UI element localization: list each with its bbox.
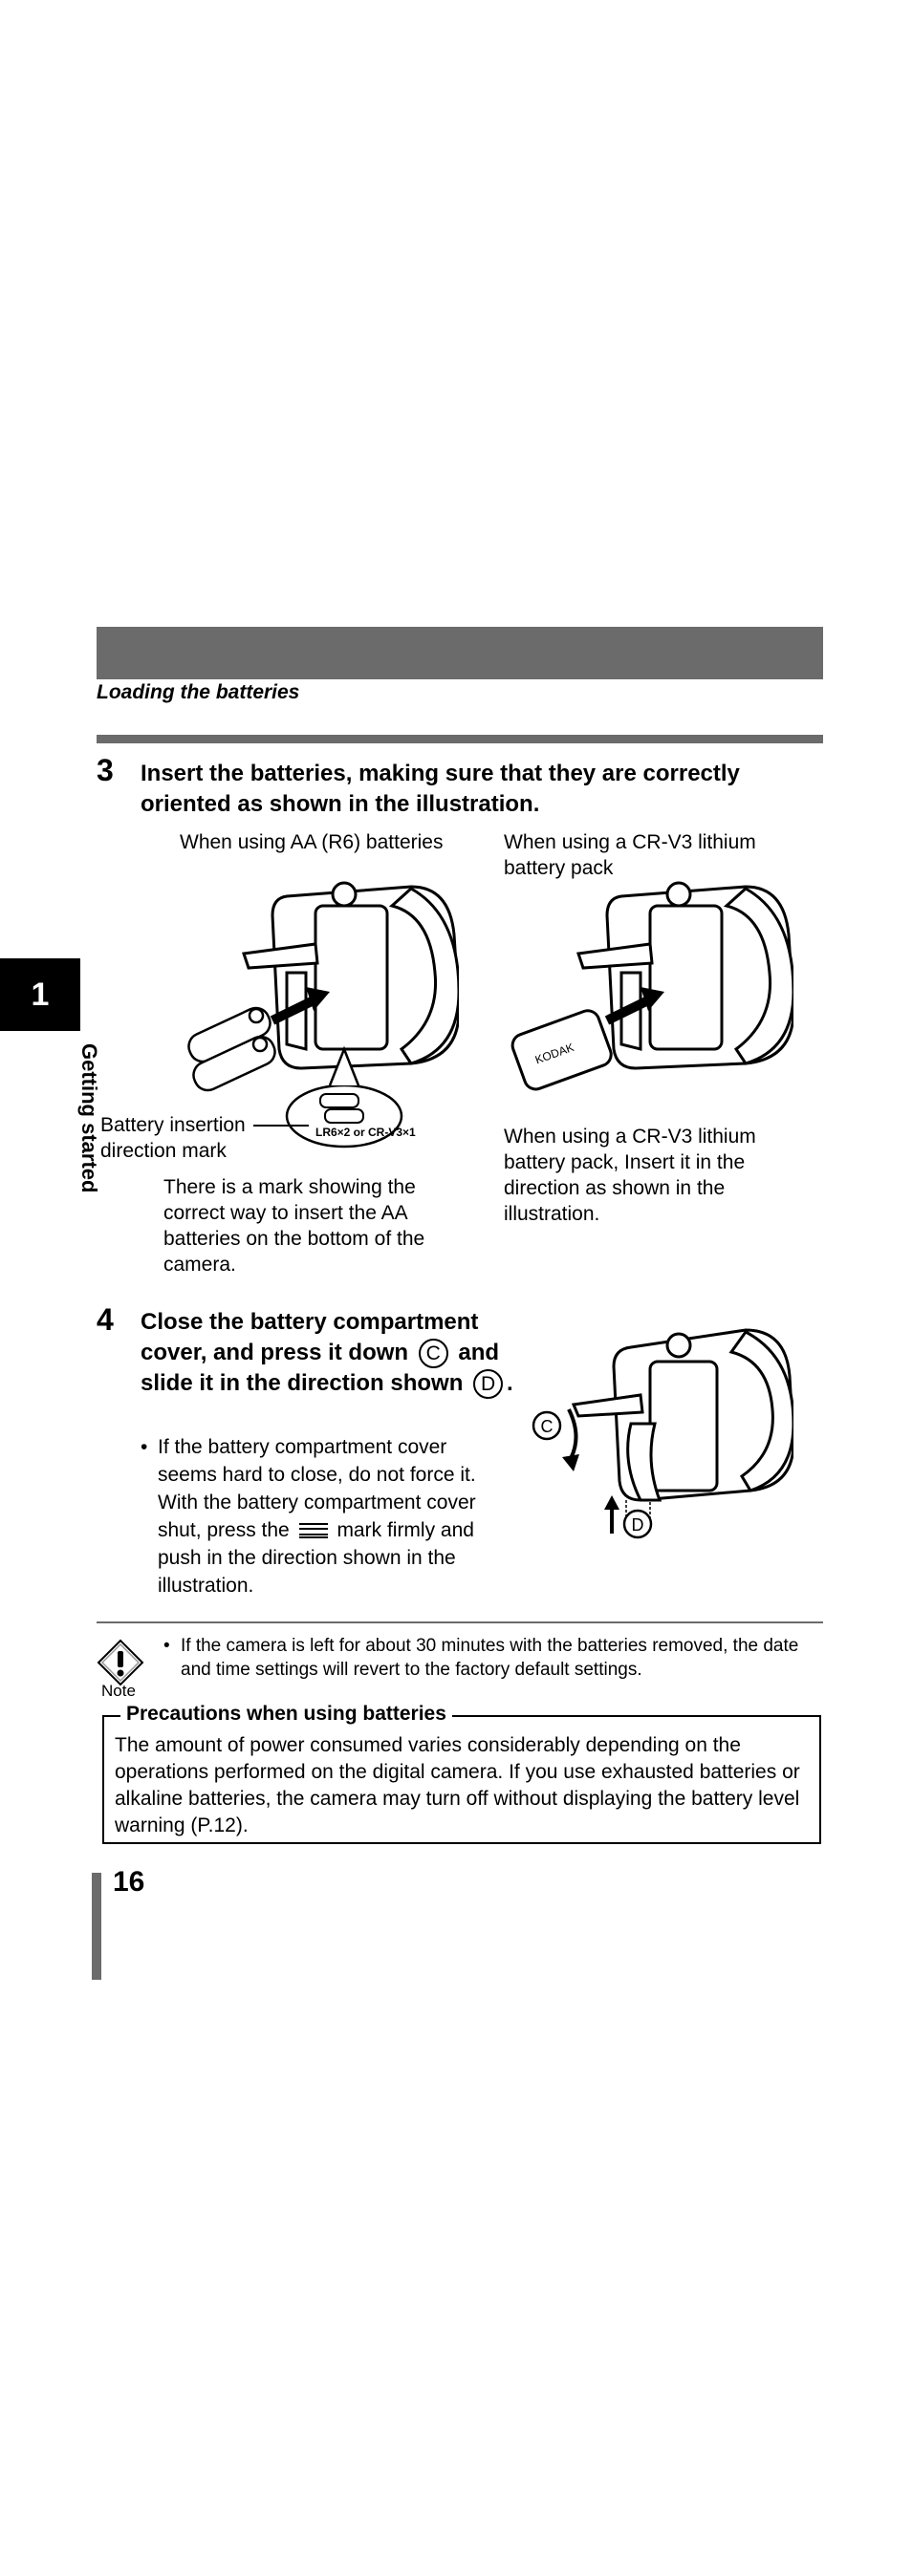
step-4-bullet-part-1: If the battery compartment cover seems h… bbox=[158, 1436, 476, 1541]
chapter-number: 1 bbox=[31, 976, 50, 1013]
step-4-bullet-part-2: mark firmly and push in the direction sh… bbox=[158, 1519, 474, 1597]
aa-battery-illustration: LR6×2 or CR-V3×1 bbox=[172, 877, 459, 1164]
chapter-label: Getting started bbox=[77, 1043, 101, 1193]
precautions-text: The amount of power consumed varies cons… bbox=[115, 1734, 800, 1836]
aa-battery-note: There is a mark showing the correct way … bbox=[163, 1176, 425, 1276]
page-number: 16 bbox=[113, 1866, 145, 1898]
callout-line bbox=[253, 1125, 309, 1127]
note-rule bbox=[97, 1621, 823, 1623]
cover-mark-icon bbox=[298, 1523, 328, 1539]
step-4-heading-part-2: and slide it in the direction shown bbox=[141, 1340, 500, 1397]
battery-insertion-mark-label: Battery insertion direction mark bbox=[100, 1114, 246, 1162]
illus-label-c: C bbox=[541, 1417, 554, 1436]
close-cover-illustration: C D bbox=[526, 1319, 793, 1548]
step-4-heading: Close the battery compartment cover, and… bbox=[141, 1307, 513, 1400]
precautions-box bbox=[102, 1715, 821, 1844]
header-bar bbox=[97, 627, 823, 679]
bullet-dot: • bbox=[163, 1636, 170, 1656]
precautions-title: Precautions when using batteries bbox=[120, 1703, 452, 1726]
page-number-bar bbox=[92, 1873, 101, 1980]
note-text: • If the camera is left for about 30 min… bbox=[163, 1634, 823, 1682]
bullet-dot: • bbox=[141, 1436, 148, 1458]
step-3-heading: Insert the batteries, making sure that t… bbox=[141, 761, 740, 817]
step-4-heading-part-1: Close the battery compartment cover, and… bbox=[141, 1309, 479, 1365]
note-text-content: If the camera is left for about 30 minut… bbox=[181, 1636, 799, 1680]
caption-crv3-battery: When using a CR-V3 lithium battery pack bbox=[504, 831, 756, 879]
section-title: Loading the batteries bbox=[97, 681, 300, 703]
step-4-bullet: • If the battery compartment cover seems… bbox=[141, 1433, 504, 1599]
note-warning-icon bbox=[97, 1639, 144, 1686]
circle-d-badge: D bbox=[473, 1369, 504, 1400]
illus-label-d: D bbox=[632, 1515, 644, 1535]
note-label: Note bbox=[101, 1682, 136, 1700]
crv3-battery-note: When using a CR-V3 lithium battery pack,… bbox=[504, 1126, 756, 1225]
section-rule bbox=[97, 735, 823, 743]
chapter-tab: 1 bbox=[0, 958, 80, 1031]
step-4-heading-end: . bbox=[507, 1370, 513, 1397]
step-3-number: 3 bbox=[97, 753, 114, 787]
circle-c-badge: C bbox=[418, 1339, 448, 1369]
battery-bottom-mark-text: LR6×2 or CR-V3×1 bbox=[315, 1126, 416, 1139]
caption-aa-batteries: When using AA (R6) batteries bbox=[180, 831, 444, 853]
step-4-number: 4 bbox=[97, 1302, 114, 1337]
crv3-battery-illustration: KODAK bbox=[507, 877, 793, 1116]
